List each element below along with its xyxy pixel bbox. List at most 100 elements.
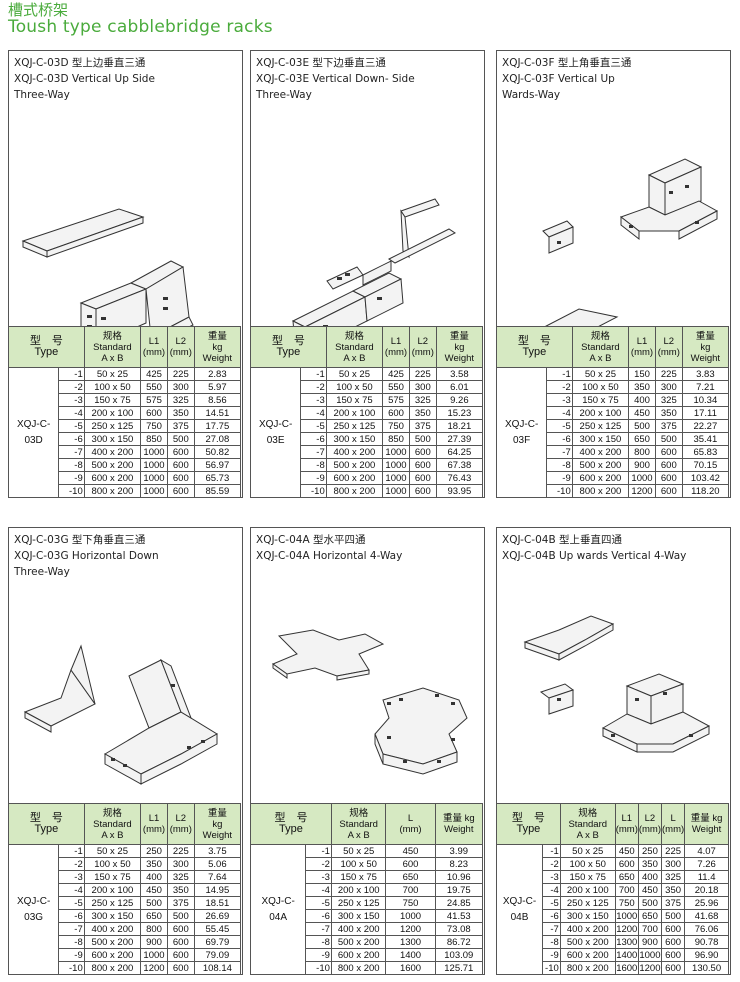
page-title-en: Toush type cabblebridge racks [8,16,273,37]
table-cell: 325 [408,393,437,407]
table-cell: 1200 [628,484,656,498]
table-cell: 500 x 200 [83,935,142,949]
table-cell: -4 [300,406,327,420]
table-cell: 250 [637,844,663,858]
table-cell: 700 [614,883,639,897]
tray-drawing-04b [523,615,711,753]
table-cell: 600 x 200 [330,948,387,962]
table-cell: 600 x 200 [83,948,142,962]
heading-line-3: Three-Way [14,89,70,101]
table-cell: -2 [546,380,573,394]
table-cell: 50 x 25 [559,844,616,858]
column-header: L1(mm) [628,326,656,368]
table-cell: -6 [58,909,85,923]
table-cell: 400 x 200 [83,922,142,936]
column-header: L1(mm) [614,803,639,845]
page-title: 槽式桥架 Toush type cabblebridge racks [8,2,273,37]
table-cell: -3 [58,393,85,407]
heading-line-1: XQJ-C-03D 型上边垂直三通 [14,57,146,69]
table-cell: 500 [628,419,656,433]
table-cell: 500 x 200 [559,935,616,949]
table-cell: 150 x 75 [325,393,384,407]
heading-line-2: XQJ-C-03D Vertical Up Side [14,73,155,85]
heading-line-1: XQJ-C-03E 型下边垂直三通 [256,57,386,69]
table-cell: 600 [166,948,195,962]
table-cell: 69.79 [193,935,242,949]
heading-line-1: XQJ-C-04A 型水平四通 [256,534,366,546]
table-cell: -9 [300,471,327,485]
column-header: L2(mm) [637,803,663,845]
table-cell: 3.99 [434,844,484,858]
table-cell: -4 [58,406,85,420]
panel-03e: XQJ-C-03E 型下边垂直三通 XQJ-C-03E Vertical Dow… [249,50,485,498]
table-cell: 600 [385,857,436,871]
table-cell: 85.59 [193,484,242,498]
table-cell: 7.26 [684,857,729,871]
table-cell: 1000 [382,484,410,498]
table-cell: 70.15 [681,458,730,472]
table-cell: 100 x 50 [559,857,616,871]
type-cell: XQJ-C-03F [495,367,548,498]
table-cell: 375 [654,419,683,433]
table-cell: 225 [654,367,683,381]
table-cell: 100 x 50 [83,857,142,871]
table-cell: 350 [166,883,195,897]
table-cell: 300 x 150 [83,432,142,446]
table-cell: 800 x 200 [559,961,616,975]
table-cell: 650 [628,432,656,446]
table-cell: 17.75 [193,419,242,433]
type-cell: XQJ-C-03E [249,367,302,498]
type-cell: XQJ-C-04A [249,844,307,975]
heading-line-2: XQJ-C-03G Horizontal Down [14,550,159,562]
heading-line-1: XQJ-C-03G 型下角垂直三通 [14,534,146,546]
table-cell: 450 [140,883,168,897]
table-cell: 150 x 75 [330,870,387,884]
tray-drawing-04a [271,629,468,775]
table-cell: 1000 [637,948,663,962]
table-cell: 100 x 50 [330,857,387,871]
table-cell: 1400 [385,948,436,962]
table-cell: 3.83 [681,367,730,381]
table-cell: 86.72 [434,935,484,949]
panel-04b: XQJ-C-04B 型上垂直四通 XQJ-C-04B Up wards Vert… [496,527,731,975]
table-cell: 200 x 100 [571,406,630,420]
table-cell: 50 x 25 [330,844,387,858]
table-cell: 550 [140,380,168,394]
table-cell: 500 [166,432,195,446]
heading-line-2: XQJ-C-03E Vertical Down- Side [256,73,415,85]
table-cell: 450 [614,844,639,858]
table-cell: 600 [661,935,686,949]
table-cell: -5 [541,896,561,910]
table-cell: 56.97 [193,458,242,472]
table-cell: 375 [661,896,686,910]
table-cell: 50 x 25 [571,367,630,381]
table-cell: 600 x 200 [571,471,630,485]
table-cell: 500 [661,909,686,923]
table-cell: 19.75 [434,883,484,897]
table-cell: -3 [305,870,332,884]
column-header: L1(mm) [140,803,168,845]
table-cell: 1000 [140,948,168,962]
table-cell: -3 [541,870,561,884]
panel-heading: XQJ-C-03E 型下边垂直三通 XQJ-C-03E Vertical Dow… [256,55,415,103]
table-cell: 500 [637,896,663,910]
table-cell: 1000 [385,909,436,923]
table-cell: 1000 [382,458,410,472]
table-cell: 400 x 200 [559,922,616,936]
table-cell: 90.78 [684,935,729,949]
table-cell: 108.14 [193,961,242,975]
